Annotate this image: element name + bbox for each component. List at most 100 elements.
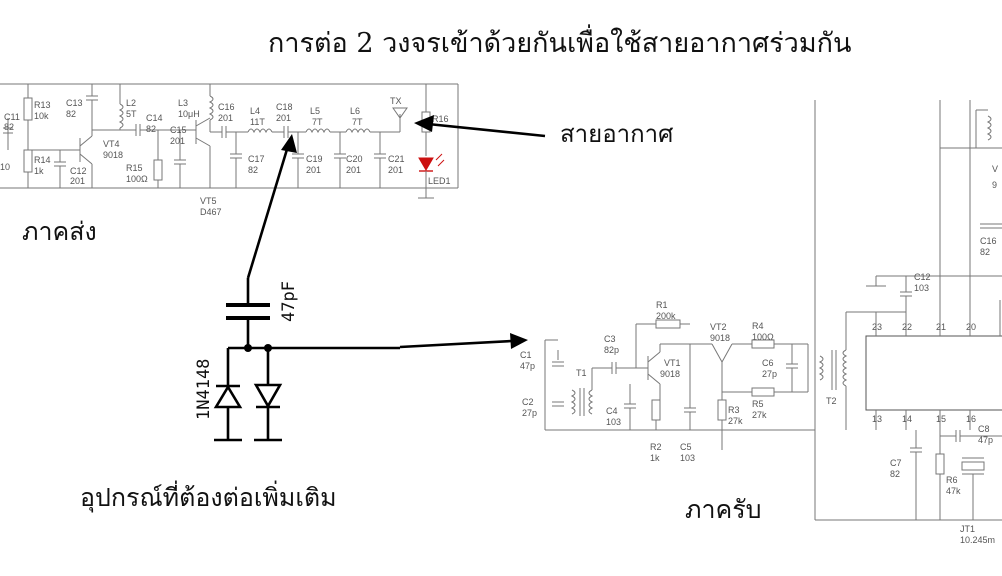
diode-part-label: 1N4148 xyxy=(194,359,214,420)
tx-r14-label: R14 xyxy=(34,155,51,165)
tx-c15-value: 201 xyxy=(170,136,185,146)
tx-vt5-label: VT5 xyxy=(200,196,217,206)
tx-vt4-label: VT4 xyxy=(103,139,120,149)
receiver-label: ภาครับ xyxy=(685,495,762,524)
tx-c12-value: 201 xyxy=(70,176,85,186)
tx-l5-value: 7T xyxy=(312,117,323,127)
rx-r2-label: R2 xyxy=(650,442,662,452)
rx-c3-label: C3 xyxy=(604,334,616,344)
rx-vt1-label: VT1 xyxy=(664,358,681,368)
tx-c13-value: 82 xyxy=(66,109,76,119)
rx-c8-value: 47p xyxy=(978,435,993,445)
tx-l4-value: 11T xyxy=(250,117,265,127)
tx-c18-label: C18 xyxy=(276,102,293,112)
tx-c14-label: C14 xyxy=(146,113,163,123)
rx-r3-label: R3 xyxy=(728,405,740,415)
ic-pin-16: 16 xyxy=(966,414,976,424)
tx-c21-value: 201 xyxy=(388,165,403,175)
rx-r1-value: 200k xyxy=(656,311,676,321)
ic-pin-13: 13 xyxy=(872,414,882,424)
tx-led1-label: LED1 xyxy=(428,176,451,186)
receiver-circuit: C1 47p C2 27p T1 C3 82p R1 200k VT xyxy=(520,100,1002,545)
rx-t1-label: T1 xyxy=(576,368,587,378)
tx-c11-label: C11 xyxy=(4,112,20,122)
rx-jt1-value: 10.245m xyxy=(960,535,995,545)
tx-l6-label: L6 xyxy=(350,106,360,116)
tx-l3-value: 10μH xyxy=(178,109,200,119)
tx-c11-value: 82 xyxy=(4,122,14,132)
ic-chip xyxy=(865,335,1002,411)
rx-vt2-value: 9018 xyxy=(710,333,730,343)
tx-c18-value: 201 xyxy=(276,113,291,123)
transmitter-circuit: C11 82 10 R13 10k R14 1k C12 201 VT4 901… xyxy=(0,83,459,217)
rx-r1-label: R1 xyxy=(656,300,668,310)
tx-c19-label: C19 xyxy=(306,154,323,164)
tx-c21-label: C21 xyxy=(388,154,405,164)
tx-antenna-label: TX xyxy=(390,96,402,106)
capacitor-value-label: 47pF xyxy=(279,281,299,322)
added-components: 47pF 1N4148 xyxy=(194,134,528,442)
diagram-title: การต่อ 2 วงจรเข้าด้วยกันเพื่อใช้สายอากาศ… xyxy=(268,24,851,59)
rx-r4-value: 100Ω xyxy=(752,332,774,342)
rx-c12-label: C12 xyxy=(914,272,931,282)
tx-vt5-value: D467 xyxy=(200,207,222,217)
rx-r6-label: R6 xyxy=(946,475,958,485)
tx-l6-value: 7T xyxy=(352,117,363,127)
rx-c7-label: C7 xyxy=(890,458,902,468)
rx-c7-value: 82 xyxy=(890,469,900,479)
tx-r14-value: 1k xyxy=(34,166,44,176)
rx-c4-label: C4 xyxy=(606,406,618,416)
tx-l5-label: L5 xyxy=(310,106,320,116)
rx-c1-label: C1 xyxy=(520,350,532,360)
tx-vt4-value: 9018 xyxy=(103,150,123,160)
rx-c6-value: 27p xyxy=(762,369,777,379)
tx-c10-label: 10 xyxy=(0,162,10,172)
rx-c5-label: C5 xyxy=(680,442,692,452)
rx-c6-label: C6 xyxy=(762,358,774,368)
rx-v-label: V xyxy=(992,164,998,174)
ic-pin-23: 23 xyxy=(872,322,882,332)
rx-c2-value: 27p xyxy=(522,408,537,418)
tx-l2-value: 5T xyxy=(126,109,137,119)
ic-pin-15: 15 xyxy=(936,414,946,424)
tx-r16-label: R16 xyxy=(432,114,449,124)
tx-c16-value: 201 xyxy=(218,113,233,123)
rx-c2-label: C2 xyxy=(522,397,534,407)
ic-pin-21: 21 xyxy=(936,322,946,332)
transmitter-label: ภาคส่ง xyxy=(22,217,97,246)
tx-c12-label: C12 xyxy=(70,166,87,176)
rx-c8-label: C8 xyxy=(978,424,990,434)
rx-c16-value: 82 xyxy=(980,247,990,257)
tx-l2-label: L2 xyxy=(126,98,136,108)
diode-icon xyxy=(213,384,243,409)
tx-c16-label: C16 xyxy=(218,102,235,112)
rx-t2-label: T2 xyxy=(826,396,837,406)
tx-l4-label: L4 xyxy=(250,106,260,116)
tx-c19-value: 201 xyxy=(306,165,321,175)
rx-c4-value: 103 xyxy=(606,417,621,427)
rx-r3-value: 27k xyxy=(728,416,743,426)
ic-pin-20: 20 xyxy=(966,322,976,332)
rx-c16-label: C16 xyxy=(980,236,997,246)
rx-v-value: 9 xyxy=(992,180,997,190)
tx-r15-label: R15 xyxy=(126,163,143,173)
diode-icon xyxy=(253,383,283,409)
rx-r5-label: R5 xyxy=(752,399,764,409)
tx-c17-label: C17 xyxy=(248,154,265,164)
led-icon xyxy=(418,157,434,171)
ic-pin-22: 22 xyxy=(902,322,912,332)
ic-pin-14: 14 xyxy=(902,414,912,424)
tx-c15-label: C15 xyxy=(170,125,187,135)
rx-c12-value: 103 xyxy=(914,283,929,293)
rx-c3-value: 82p xyxy=(604,345,619,355)
tx-r13-value: 10k xyxy=(34,111,49,121)
tx-c14-value: 82 xyxy=(146,124,156,134)
tx-l3-label: L3 xyxy=(178,98,188,108)
antenna-label: สายอากาศ xyxy=(560,120,673,148)
rx-r2-value: 1k xyxy=(650,453,660,463)
rx-vt2-label: VT2 xyxy=(710,322,727,332)
rx-c5-value: 103 xyxy=(680,453,695,463)
rx-r4-label: R4 xyxy=(752,321,764,331)
rx-r5-value: 27k xyxy=(752,410,767,420)
